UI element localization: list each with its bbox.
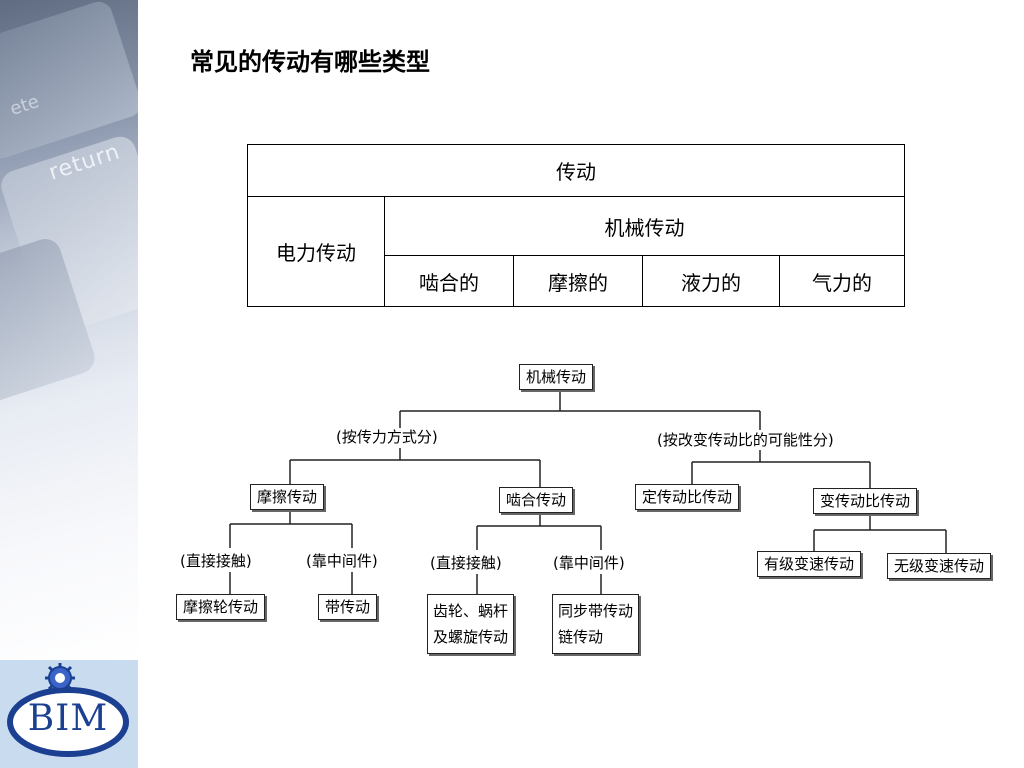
tree-label-by-ratio-change: (按改变传动比的可能性分): [657, 431, 834, 449]
tree-node-friction-wheel: 摩擦轮传动: [176, 594, 266, 620]
tree-label-friction-direct: (直接接触): [180, 552, 252, 570]
table-cell-electric: 电力传动: [247, 196, 385, 307]
table-cell-friction: 摩擦的: [513, 255, 643, 307]
table-header-transmission: 传动: [247, 144, 905, 197]
table-cell-hydraulic: 液力的: [642, 255, 780, 307]
bim-logo: BIM: [0, 660, 138, 768]
tree-node-mechanical: 机械传动: [519, 364, 594, 390]
gear-line-2: 及螺旋传动: [433, 628, 509, 646]
tree-node-meshing: 啮合传动: [499, 487, 574, 513]
tree-label-meshing-medium: (靠中间件): [553, 554, 625, 572]
table-cell-pneumatic: 气力的: [779, 255, 905, 307]
tree-node-stepped-speed: 有级变速传动: [757, 551, 862, 577]
logo-text: BIM: [27, 698, 109, 739]
tree-node-stepless-speed: 无级变速传动: [887, 553, 992, 579]
transmission-classification-table: 传动 电力传动 机械传动 啮合的 摩擦的 液力的 气力的: [247, 144, 905, 307]
page-title: 常见的传动有哪些类型: [190, 48, 430, 76]
bim-logo-icon: [7, 663, 129, 757]
tree-node-belt: 带传动: [318, 594, 378, 620]
tree-label-friction-medium: (靠中间件): [306, 552, 378, 570]
tree-label-by-force-method: (按传力方式分): [336, 428, 438, 446]
gear-line-1: 齿轮、蜗杆: [433, 602, 509, 620]
sync-line-2: 链传动: [558, 628, 604, 646]
table-cell-meshing: 啮合的: [384, 255, 514, 307]
tree-node-fixed-ratio: 定传动比传动: [635, 484, 740, 510]
sidebar-decoration: ete return BIM: [0, 0, 138, 768]
table-cell-mechanical: 机械传动: [384, 196, 905, 256]
tree-node-variable-ratio: 变传动比传动: [813, 488, 918, 514]
sync-line-1: 同步带传动: [558, 602, 634, 620]
tree-node-sync-belt-chain: 同步带传动 链传动: [552, 594, 640, 654]
tree-label-meshing-direct: (直接接触): [430, 554, 502, 572]
tree-node-friction: 摩擦传动: [250, 484, 325, 510]
tree-node-gear-worm-screw: 齿轮、蜗杆 及螺旋传动: [427, 594, 515, 654]
